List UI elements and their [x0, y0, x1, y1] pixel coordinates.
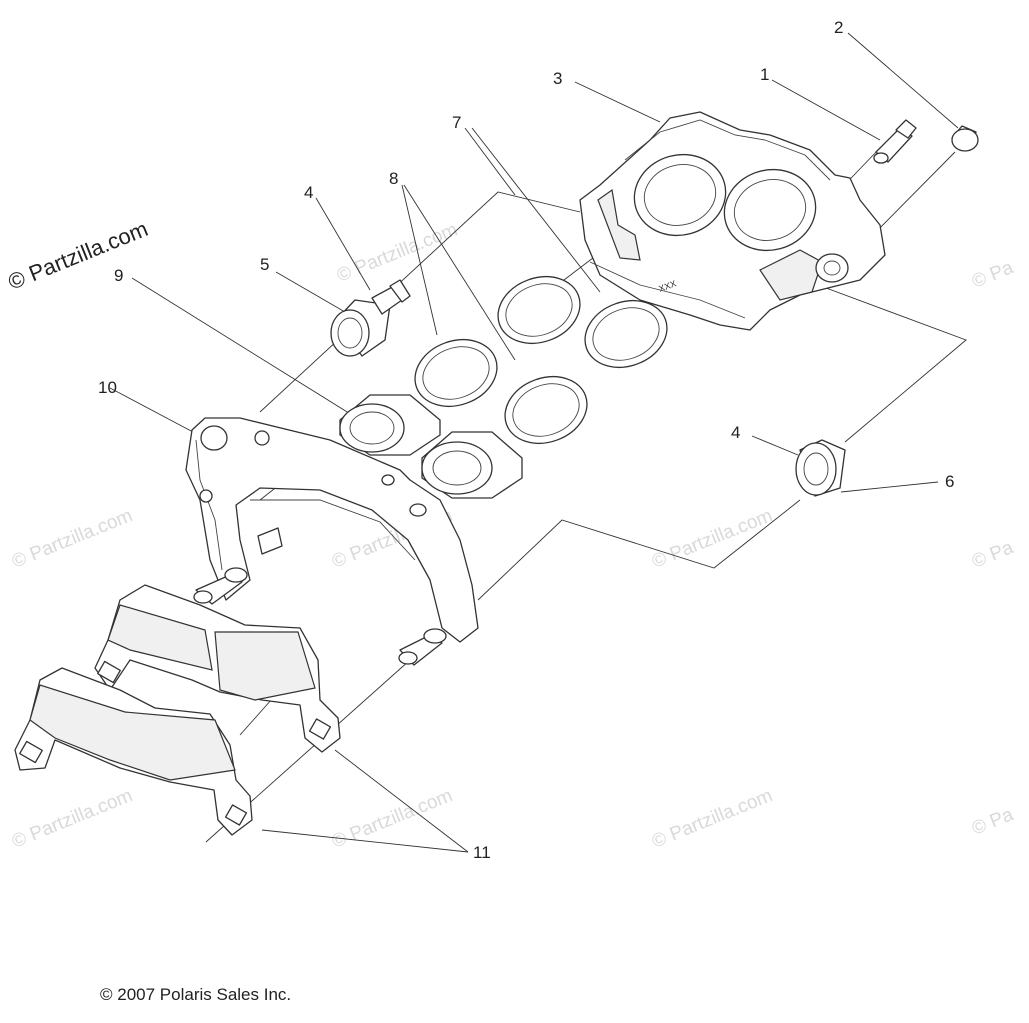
callout-11: 11: [473, 843, 491, 862]
part-3-caliper-body: XXX: [579, 111, 886, 331]
copyright-notice: © 2007 Polaris Sales Inc.: [100, 985, 292, 1004]
callout-4: 4: [731, 423, 740, 442]
part-7-dust-seals: [497, 276, 668, 368]
part-9-piston-left: [339, 394, 441, 456]
watermark: © Pa: [969, 804, 1017, 840]
partzilla-watermark: © Partzilla.com: [5, 216, 152, 295]
part-2-bleeder-cap: [951, 125, 979, 152]
callout-8: 8: [389, 169, 398, 188]
callout-4: 4: [304, 183, 313, 202]
callout-labels: 1 2 3 4 4 5 6 7 8 9 10 11: [98, 18, 954, 862]
callout-1: 1: [760, 65, 769, 84]
watermark: © Partzilla.com: [9, 505, 136, 572]
watermark: © Partzilla.com: [649, 785, 776, 852]
part-1-bleeder-screw: [873, 119, 917, 164]
part-8-piston-seals: [414, 339, 588, 444]
callout-7: 7: [452, 113, 461, 132]
watermark: © Partzilla.com: [334, 219, 461, 286]
watermark: © Pa: [969, 257, 1017, 293]
watermark: © Pa: [969, 537, 1017, 573]
watermark: © Partzilla.com: [329, 785, 456, 852]
part-6-guide-bushing: [795, 439, 846, 497]
part-11-brake-pad-lower: [14, 667, 253, 836]
callout-2: 2: [834, 18, 843, 37]
watermark: © Partzilla.com: [9, 785, 136, 852]
part-5-guide-bushing: [330, 299, 391, 357]
callout-9: 9: [114, 266, 123, 285]
callout-5: 5: [260, 255, 269, 274]
part-10-caliper-bracket: [185, 417, 479, 666]
watermark: © Partzilla.com: [649, 505, 776, 572]
callout-3: 3: [553, 69, 562, 88]
callout-10: 10: [98, 378, 117, 397]
part-9-piston-right: [421, 431, 523, 499]
part-11-brake-pad-upper: [94, 584, 341, 753]
part-4-guide-pin-upper: [371, 279, 411, 315]
callout-6: 6: [945, 472, 954, 491]
